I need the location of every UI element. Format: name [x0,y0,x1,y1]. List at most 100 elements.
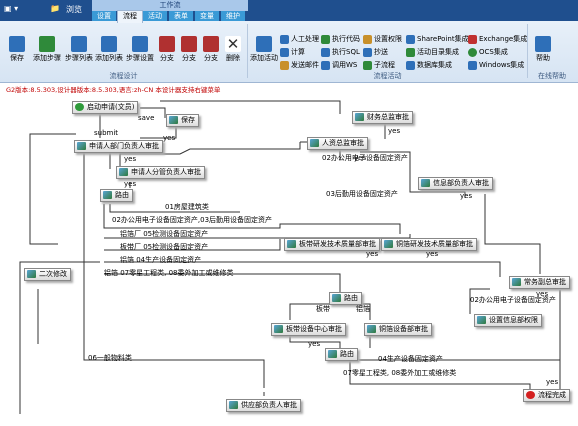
step-list-button[interactable]: 步骤列表 [64,36,94,63]
cc-icon [363,47,372,57]
branch-icon [181,36,197,52]
delete-button[interactable]: ✕ 删除 [225,35,241,62]
edge-label: yes [308,340,321,348]
subflow-button[interactable]: 子流程 [363,60,395,70]
help-button[interactable]: 帮助 [532,36,554,63]
connector-lines [19,100,561,414]
mail-icon [280,60,289,70]
step-icon [367,325,376,333]
save-button[interactable]: 保存 [4,36,30,63]
step-icon [274,325,283,333]
workflow-node[interactable]: 路由 [100,189,133,202]
edge-label: 板带 [316,305,330,313]
workflow-canvas[interactable]: 启动申请(文员) 保存 财务总监审批 申请人部门负责人审批 人资总监审批 申请人… [0,94,578,426]
active-directory-button[interactable]: 活动目录集成 [406,47,459,57]
edge-label: yes [366,250,379,258]
workflow-node[interactable]: 二次修改 [24,268,71,281]
tab-form[interactable]: 表单 [169,11,193,21]
calculate-button[interactable]: 计算 [280,47,305,57]
workflow-node[interactable]: 供应部负责人审批 [226,399,301,412]
workflow-node[interactable]: 信息部负责人审批 [418,177,493,190]
call-ws-button[interactable]: 调用WS [321,60,357,70]
set-permission-button[interactable]: 设置权限 [363,34,402,44]
edge-label: 03后勤用设备固定资产 [326,190,398,198]
branch-button-1[interactable]: 分支 [156,36,178,63]
end-icon [526,391,535,399]
edge-label: yes [354,154,367,162]
tab-process[interactable]: 流程 [117,10,143,23]
edge-label: 铝箔 07零星工程类, 08委外加工或维修类 [104,269,234,277]
sharepoint-button[interactable]: SharePoint集成 [406,34,469,44]
step-settings-icon [132,36,148,52]
add-step-icon [39,36,55,52]
step-icon [77,142,86,150]
version-info: G2版本:8.5.303,设计器版本:8.5.303,语言:zh-CN 本设计器… [6,86,221,94]
workflow-node[interactable]: 铜箔设备部审批 [364,323,432,336]
step-icon [384,240,393,248]
db-icon [406,60,415,70]
edge-label: 铝箔 [356,305,370,313]
group-label-online-help: 在线帮助 [538,72,566,80]
tab-settings[interactable]: 设置 [92,11,116,21]
workflow-node[interactable]: 申请人部门负责人审批 [74,140,163,153]
workflow-node[interactable]: 启动申请(文员) [72,101,139,114]
edge-label: yes [124,155,137,163]
workflow-node[interactable]: 保存 [166,114,199,127]
workflow-node[interactable]: 路由 [329,292,362,305]
step-settings-button[interactable]: 步骤设置 [124,36,156,63]
execute-code-button[interactable]: 执行代码 [321,34,360,44]
workflow-node[interactable]: 铜箔研发技术质量部审批 [381,238,477,251]
workflow-node[interactable]: 常务副总审批 [509,276,570,289]
edge-label: save [138,114,155,122]
workflow-node[interactable]: 人资总监审批 [307,137,368,150]
manual-process-button[interactable]: 人工处理 [280,34,319,44]
add-list-icon [101,36,117,52]
tab-maintenance[interactable]: 维护 [221,11,245,21]
add-step-button[interactable]: 添加步骤 [30,36,64,63]
execute-sql-button[interactable]: 执行SQL [321,47,360,57]
edge-label: 板带厂 05检测设备固定资产 [120,243,209,251]
start-icon [75,103,84,111]
branch-button-3[interactable]: 分支 [200,36,222,63]
browse-button[interactable]: 浏览 [66,5,82,14]
windows-button[interactable]: Windows集成 [468,60,524,70]
send-mail-button[interactable]: 发送邮件 [280,60,319,70]
workflow-node[interactable]: 路由 [325,348,358,361]
database-button[interactable]: 数据库集成 [406,60,452,70]
edge-label: yes [163,134,176,142]
ocs-icon [468,47,477,57]
branch-icon [203,36,219,52]
group-label-activity: 流程活动 [373,72,402,80]
branch-button-2[interactable]: 分支 [178,36,200,63]
workflow-node[interactable]: 财务总监审批 [352,111,413,124]
workflow-node[interactable]: 申请人分管负责人审批 [116,166,205,179]
folder-icon[interactable]: 📁 [50,4,60,13]
step-icon [119,168,128,176]
workflow-node[interactable]: 板带设备中心审批 [271,323,346,336]
code-icon [321,34,330,44]
ocs-button[interactable]: OCS集成 [468,47,508,57]
step-icon [355,113,364,121]
step-list-icon [71,36,87,52]
help-icon [535,36,551,52]
cc-button[interactable]: 抄送 [363,47,388,57]
edge-label: 06一般物料类 [88,354,132,362]
ad-icon [406,47,415,57]
workflow-node[interactable]: 流程完成 [523,389,570,402]
quick-access-icon[interactable]: ▣ ▾ [4,4,19,13]
add-list-button[interactable]: 添加列表 [94,36,124,63]
step-icon [477,316,486,324]
tab-variable[interactable]: 变量 [195,11,219,21]
edge-label: 02办公用电子设备固定资产 [322,154,408,162]
workflow-node[interactable]: 设置信息部权限 [474,314,542,327]
workflow-node[interactable]: 板带研发技术质量部审批 [284,238,380,251]
exchange-button[interactable]: Exchange集成 [468,34,527,44]
branch-icon [159,36,175,52]
step-icon [229,401,238,409]
ribbon: ▣ ▾ 📁 浏览 工作流 设置 流程 活动 表单 变量 维护 保存 添加步骤 步… [0,0,578,83]
add-activity-button[interactable]: 添加活动 [250,36,278,63]
step-icon [103,191,112,199]
tab-activity[interactable]: 活动 [143,11,167,21]
edge-label: yes [388,127,401,135]
exchange-icon [468,34,477,44]
